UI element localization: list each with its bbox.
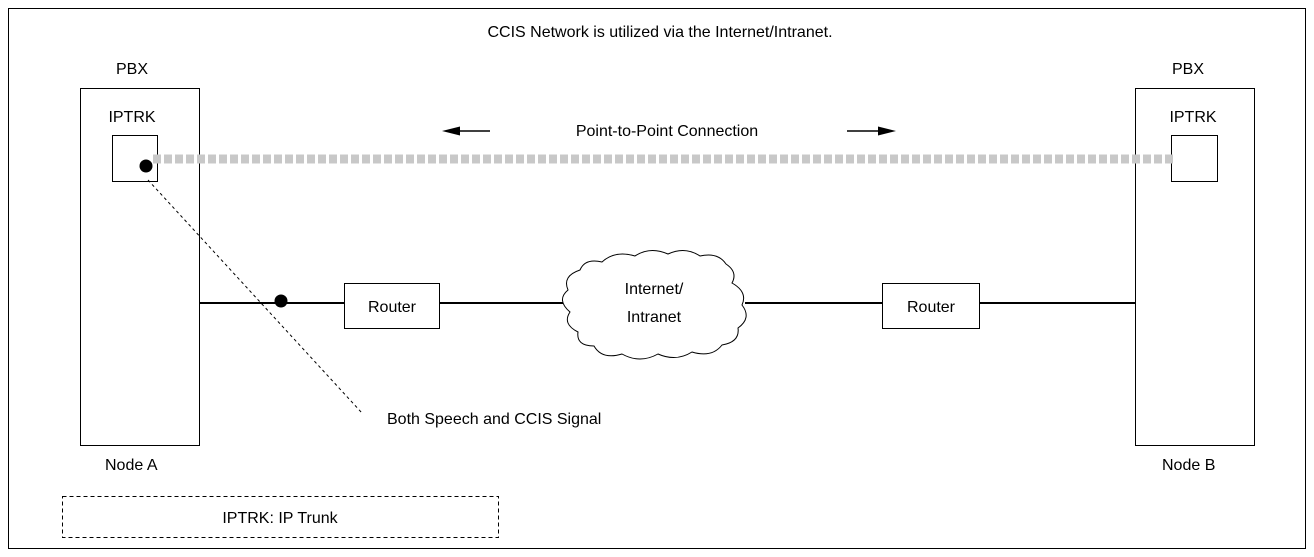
router-left-box xyxy=(344,283,440,329)
legend-text: IPTRK: IP Trunk xyxy=(222,510,338,527)
cloud-label-line2: Intranet xyxy=(627,309,682,326)
node-a-label: Node A xyxy=(105,457,158,474)
node-b-pbx-label: PBX xyxy=(1172,61,1204,78)
signal-label: Both Speech and CCIS Signal xyxy=(387,411,601,428)
node-a-iptrk-connection-dot xyxy=(139,159,153,173)
node-a-iptrk-label: IPTRK xyxy=(108,109,155,126)
line-connection-dot xyxy=(274,294,288,308)
node-b-label: Node B xyxy=(1162,457,1215,474)
diagram-title: CCIS Network is utilized via the Interne… xyxy=(487,24,832,41)
node-a-pbx-box xyxy=(80,88,200,446)
connection-label: Point-to-Point Connection xyxy=(576,123,758,140)
legend-box xyxy=(62,496,499,538)
router-right-box xyxy=(882,283,980,329)
cloud-label-line1: Internet/ xyxy=(625,281,684,298)
internet-cloud-icon xyxy=(562,250,747,360)
node-a-pbx-label: PBX xyxy=(116,61,148,78)
left-arrow-icon xyxy=(442,126,460,136)
router-left-label: Router xyxy=(368,299,417,316)
router-right-label: Router xyxy=(907,299,956,316)
node-b-iptrk-label: IPTRK xyxy=(1169,109,1216,126)
node-a-iptrk-box xyxy=(112,135,158,182)
node-b-pbx-box xyxy=(1135,88,1255,446)
node-b-iptrk-box xyxy=(1171,135,1218,182)
signal-leader-line xyxy=(147,179,363,414)
diagram-frame xyxy=(8,8,1306,549)
right-arrow-icon xyxy=(878,126,896,136)
